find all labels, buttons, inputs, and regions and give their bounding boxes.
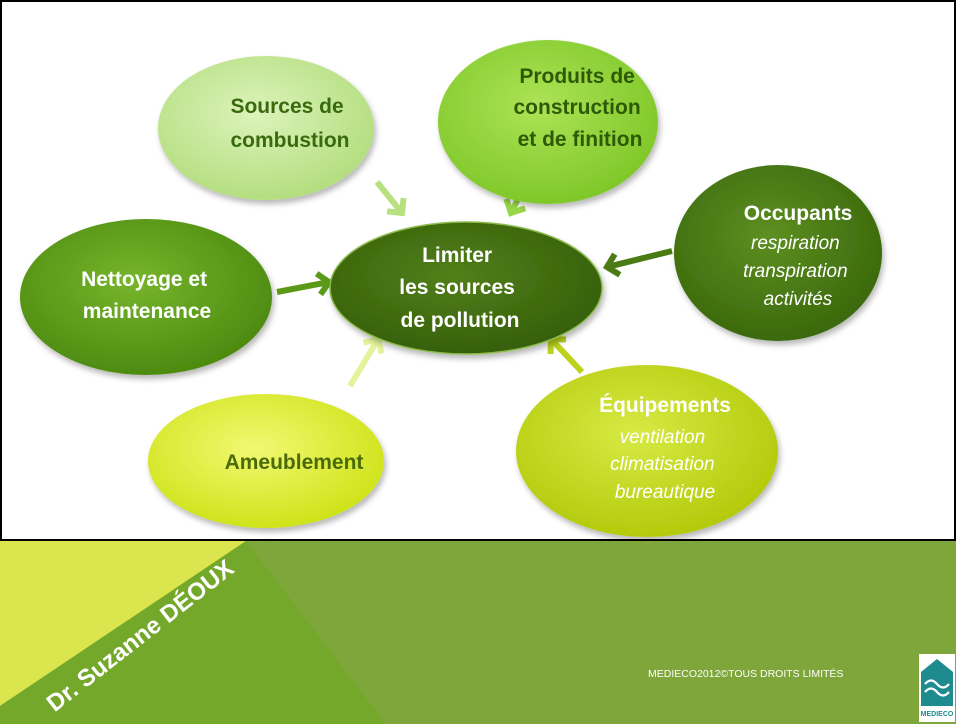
produits-construction-line: construction	[513, 96, 640, 119]
occupants-item: transpiration	[743, 261, 848, 282]
center-line: Limiter	[422, 244, 492, 267]
node-equipements: Équipements ventilation climatisation bu…	[516, 365, 778, 537]
arrow-nettoyage	[276, 271, 334, 297]
equipements-item: climatisation	[610, 454, 715, 475]
footer-band: Dr. Suzanne DÉOUX MEDIECO2012©TOUS DROIT…	[0, 541, 956, 724]
logo-text: MEDIECO	[921, 711, 954, 718]
node-ameublement: Ameublement	[148, 394, 384, 528]
equipements-items: ventilation climatisation bureautique	[610, 427, 720, 503]
equipements-item: bureautique	[615, 482, 715, 503]
arrow-nettoyage-shaft	[276, 279, 327, 295]
arrow-equipements-shaft	[550, 339, 585, 375]
sources-combustion-label: Sources de combustion	[230, 95, 349, 152]
medieco-logo-icon: MEDIECO	[919, 654, 955, 722]
occupants-items: respiration transpiration activités	[743, 233, 853, 310]
occupants-item: activités	[764, 289, 833, 310]
produits-construction-ellipse	[438, 40, 658, 204]
node-occupants: Occupants respiration transpiration acti…	[674, 165, 882, 341]
center-ellipse	[329, 221, 603, 355]
ameublement-label: Ameublement	[225, 451, 364, 474]
equipements-title: Équipements	[599, 394, 731, 417]
sources-combustion-ellipse	[158, 56, 374, 200]
occupants-item: respiration	[751, 233, 840, 254]
arrow-occupants	[602, 248, 673, 278]
footer-author-band	[0, 541, 386, 724]
node-center: Limiter les sources de pollution	[329, 221, 603, 355]
node-nettoyage: Nettoyage et maintenance	[20, 219, 272, 375]
arrow-ameublement-shaft	[347, 340, 380, 388]
node-produits-construction: Produits de construction et de finition	[438, 40, 658, 204]
nettoyage-label: Nettoyage et maintenance	[81, 268, 213, 323]
nettoyage-ellipse	[20, 219, 272, 375]
arrow-sources-combustion-head	[386, 197, 407, 217]
arrow-sources-combustion	[374, 180, 407, 217]
produits-construction-label: Produits de construction et de finition	[513, 65, 646, 151]
center-label: Limiter les sources de pollution	[399, 244, 520, 332]
equipements-item: ventilation	[620, 427, 706, 448]
arrow-occupants-shaft	[609, 248, 673, 270]
sources-combustion-line: combustion	[231, 129, 350, 152]
arrow-occupants-head	[602, 252, 622, 278]
nettoyage-line: maintenance	[83, 300, 211, 323]
nettoyage-line: Nettoyage et	[81, 268, 207, 291]
sources-combustion-line: Sources de	[230, 95, 343, 118]
occupants-ellipse	[674, 165, 882, 341]
arrow-sources-combustion-shaft	[374, 180, 403, 213]
equipements-ellipse	[516, 365, 778, 537]
arrow-produits-construction-head	[503, 197, 527, 217]
produits-construction-line: et de finition	[518, 128, 643, 151]
center-line: les sources	[399, 276, 515, 299]
logo-wave	[924, 679, 950, 697]
produits-construction-line: Produits de	[519, 65, 635, 88]
center-line: de pollution	[401, 309, 520, 332]
ameublement-ellipse	[148, 394, 384, 528]
occupants-title: Occupants	[744, 202, 853, 225]
arrow-nettoyage-head	[314, 271, 334, 297]
node-sources-combustion: Sources de combustion	[158, 56, 374, 200]
copyright-text: MEDIECO2012©TOUS DROITS LIMITÉS	[648, 667, 843, 680]
